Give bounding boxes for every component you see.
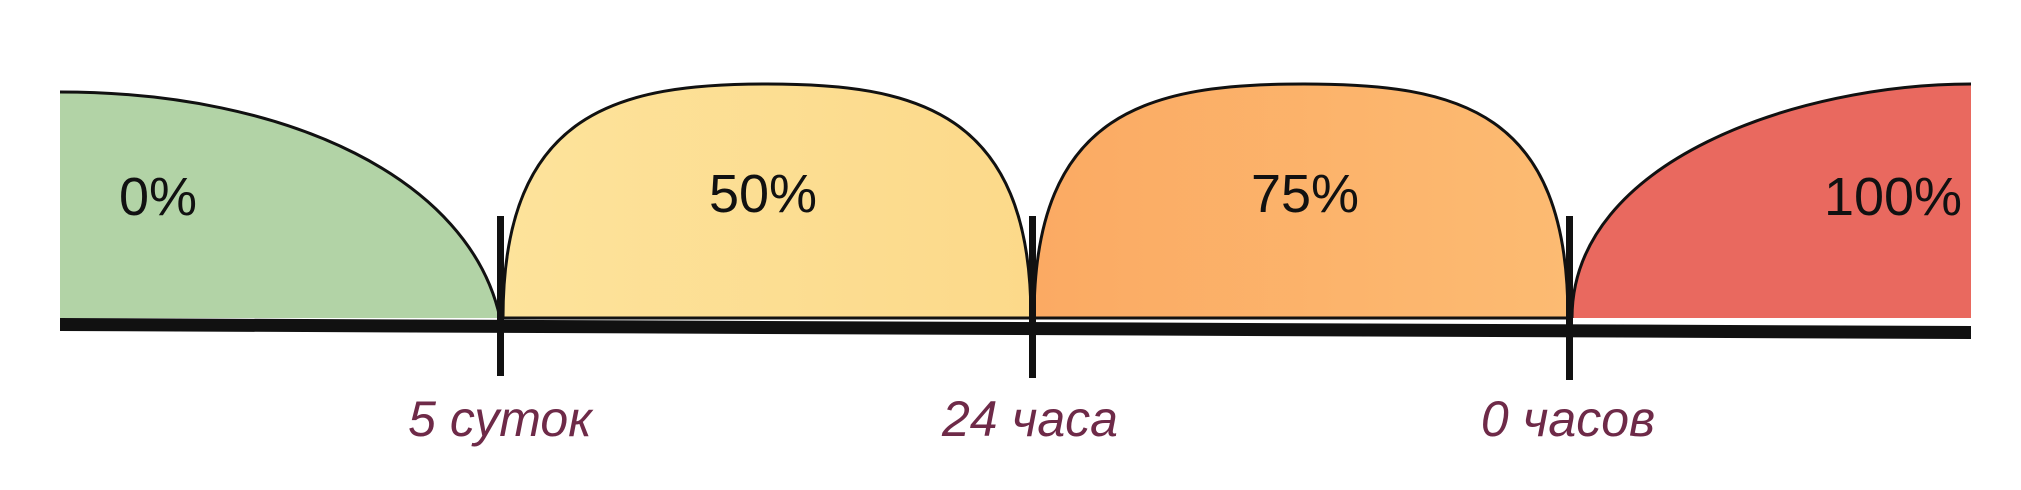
zone-100-outline [1570,82,1972,319]
zone-0-shape [60,92,500,318]
marker-tick-5-days [497,216,504,376]
marker-label-0-hours: 0 часов [1481,391,1655,447]
zone-50-label: 50% [709,164,817,224]
zone-100-label: 100% [1824,167,1962,227]
marker-label-24-hours: 24 часа [941,391,1118,447]
zone-75-shape [1032,82,1570,320]
zone-50-shape [501,82,1033,320]
zone-0-outline [59,90,502,319]
marker-tick-0-hours [1566,216,1573,380]
zone-0-label: 0% [119,167,197,227]
marker-tick-24-hours [1029,216,1036,378]
zone-100-shape [1572,84,1971,318]
zone-75-label: 75% [1251,164,1359,224]
marker-label-5-days: 5 суток [408,391,594,447]
timeline-axis [60,318,1971,339]
